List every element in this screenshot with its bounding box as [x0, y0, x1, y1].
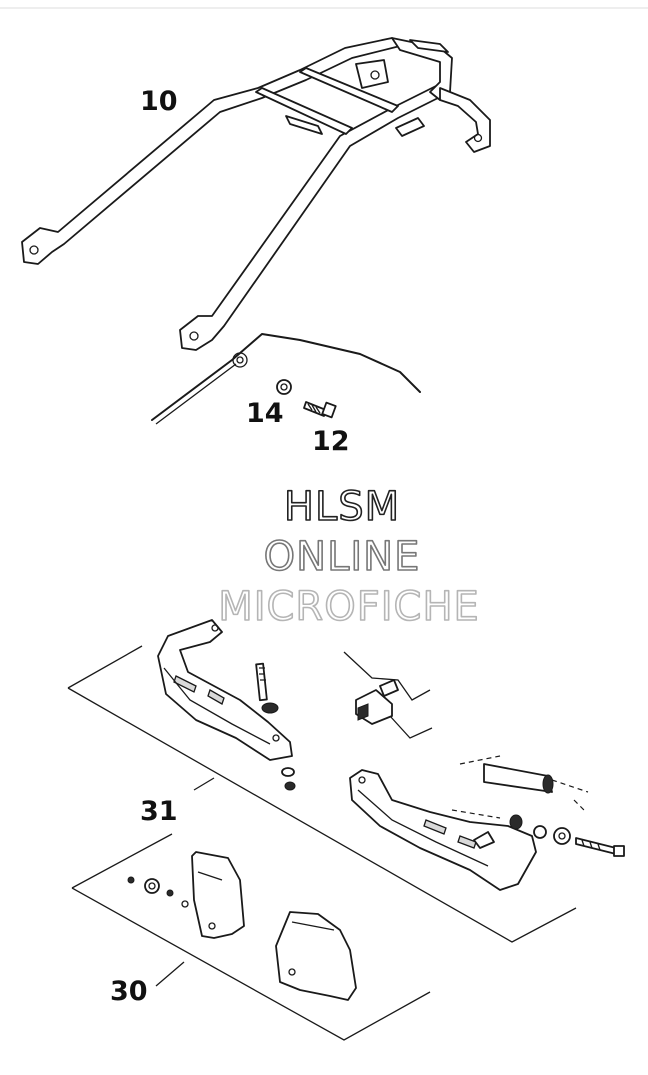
handguard-kit-part-31 — [67, 619, 625, 943]
callout-14: 14 — [246, 398, 284, 429]
callout-12: 12 — [312, 426, 350, 457]
watermark-line-1: HLSM — [284, 484, 400, 530]
watermark: HLSM ONLINE MICROFICHE — [217, 483, 480, 631]
callout-30: 30 — [110, 976, 148, 1007]
fender-outline — [151, 333, 421, 425]
leader-30 — [155, 961, 185, 987]
leader-31 — [193, 777, 215, 791]
rear-rack-part-10 — [21, 37, 491, 351]
watermark-line-2: ONLINE — [264, 534, 421, 580]
bolt-part-12 — [303, 401, 337, 419]
shield-kit-part-30 — [71, 833, 431, 1041]
washer-part-14 — [276, 379, 292, 395]
callout-31: 31 — [140, 796, 178, 827]
callout-10: 10 — [140, 86, 178, 117]
watermark-line-3: MICROFICHE — [218, 584, 480, 630]
